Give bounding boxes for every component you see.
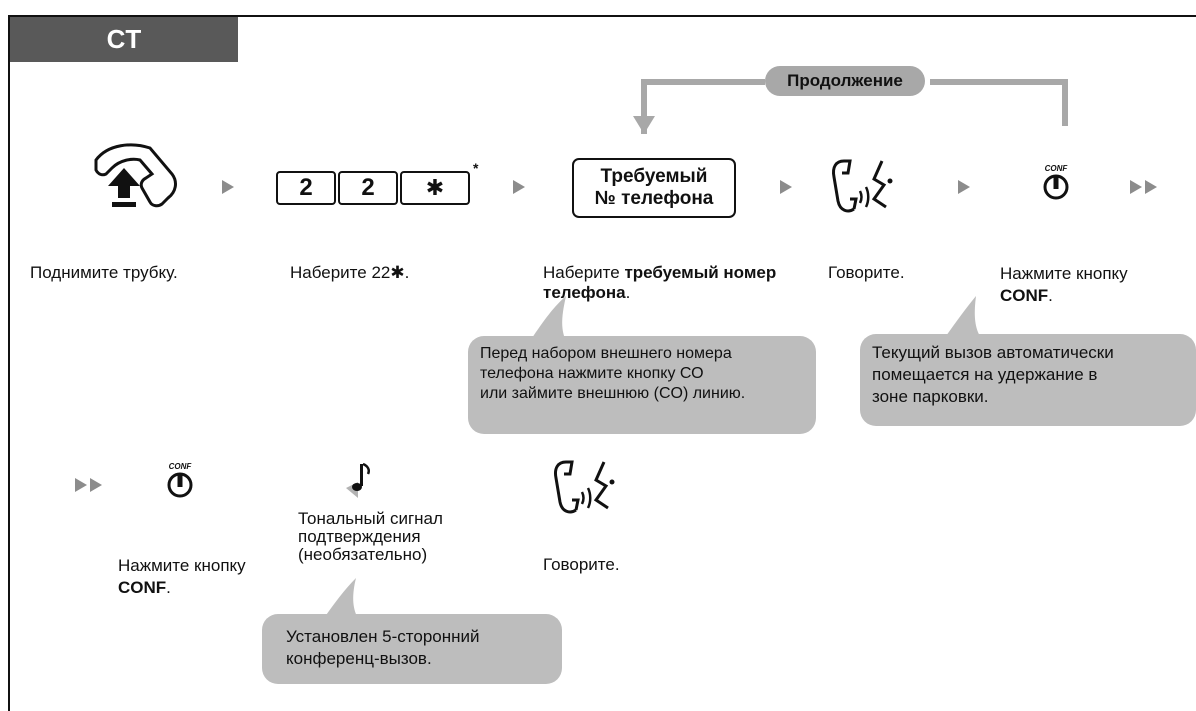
phone-number-line2: № телефона: [594, 188, 714, 209]
caption-dial-number-bold: требуемый номер телефона: [543, 263, 777, 302]
phone-number-line1: Требуемый: [600, 166, 708, 187]
double-step-arrow: [1145, 180, 1157, 194]
dial-key: 2: [276, 171, 336, 205]
continuation-label: Продолжение: [765, 66, 925, 96]
caption-press-conf-bold: CONF: [1000, 286, 1049, 305]
double-step-arrow: [90, 478, 102, 492]
step-arrow: [513, 180, 525, 194]
frame-top-border: [8, 15, 1196, 17]
caption-dial-star: ✱: [390, 263, 405, 282]
caption-talk-2: Говорите.: [543, 555, 620, 574]
handset-offhook-icon: [88, 140, 188, 225]
step-arrow: [958, 180, 970, 194]
caption-dial-number-prefix: Наберите: [543, 263, 625, 282]
caption-press-conf-2-suffix: .: [166, 578, 171, 597]
frame-left-border: [8, 15, 10, 711]
conf-icon-label: CONF: [168, 462, 192, 471]
callout-tail: [324, 578, 358, 618]
callout-line: конференц-вызов.: [286, 649, 432, 668]
caption-talk: Говорите.: [828, 263, 905, 282]
callout-line: телефона нажмите кнопку СО: [480, 365, 704, 382]
callout-conference: Установлен 5-сторонний конференц-вызов.: [262, 614, 562, 684]
caption-dial-number: Наберите требуемый номер телефона.: [543, 263, 788, 303]
callout-line: Перед набором внешнего номера: [480, 345, 732, 362]
dial-footnote-mark: *: [473, 160, 479, 176]
dial-key-star: ✱: [400, 171, 470, 205]
callout-external-line: Перед набором внешнего номера телефона н…: [468, 336, 816, 434]
caption-tone-line: Тональный сигнал: [298, 509, 443, 528]
caption-dial-suffix: .: [404, 263, 410, 282]
callout-line: Установлен 5-сторонний: [286, 627, 480, 646]
caption-press-conf-2: Нажмите кнопку CONF.: [118, 555, 246, 599]
callout-line: зоне парковки.: [872, 387, 989, 406]
callout-parking: Текущий вызов автоматически помещается н…: [860, 334, 1196, 426]
caption-dial-prefix: Наберите 22: [290, 263, 391, 282]
double-step-arrow: [75, 478, 87, 492]
double-step-arrow: [1130, 180, 1142, 194]
caption-tone-line: подтверждения: [298, 527, 421, 546]
confirmation-tone-icon: [344, 460, 374, 505]
caption-dial-number-suffix: .: [625, 283, 631, 302]
caption-press-conf-2-prefix: Нажмите кнопку: [118, 556, 246, 575]
callout-line: Текущий вызов автоматически: [872, 343, 1114, 362]
caption-press-conf-2-bold: CONF: [118, 578, 167, 597]
caption-press-conf: Нажмите кнопку CONF.: [1000, 263, 1128, 307]
callout-line: или займите внешнюю (CO) линию.: [480, 385, 746, 402]
talk-icon: [548, 456, 618, 523]
callout-tail: [530, 296, 566, 341]
callout-line: помещается на удержание в: [872, 365, 1098, 384]
caption-tone-line: (необязательно): [298, 545, 428, 564]
conf-icon-label: CONF: [1044, 164, 1068, 173]
step-arrow: [222, 180, 234, 194]
conf-button-icon: CONF: [162, 462, 198, 504]
caption-pickup: Поднимите трубку.: [30, 263, 178, 282]
continuation-connector: [633, 79, 1068, 134]
conf-button-icon: CONF: [1038, 164, 1074, 206]
caption-tone: Тональный сигнал подтверждения (необязат…: [298, 510, 443, 564]
phone-number-box: Требуемый № телефона: [572, 158, 736, 218]
caption-press-conf-suffix: .: [1048, 286, 1053, 305]
caption-dial-22: Наберите 22✱.: [290, 263, 409, 283]
caption-press-conf-prefix: Нажмите кнопку: [1000, 264, 1128, 283]
callout-tail: [946, 296, 980, 336]
step-arrow: [780, 180, 792, 194]
talk-icon: [826, 155, 896, 222]
dial-key: 2: [338, 171, 398, 205]
header-tab: CT: [10, 17, 238, 62]
